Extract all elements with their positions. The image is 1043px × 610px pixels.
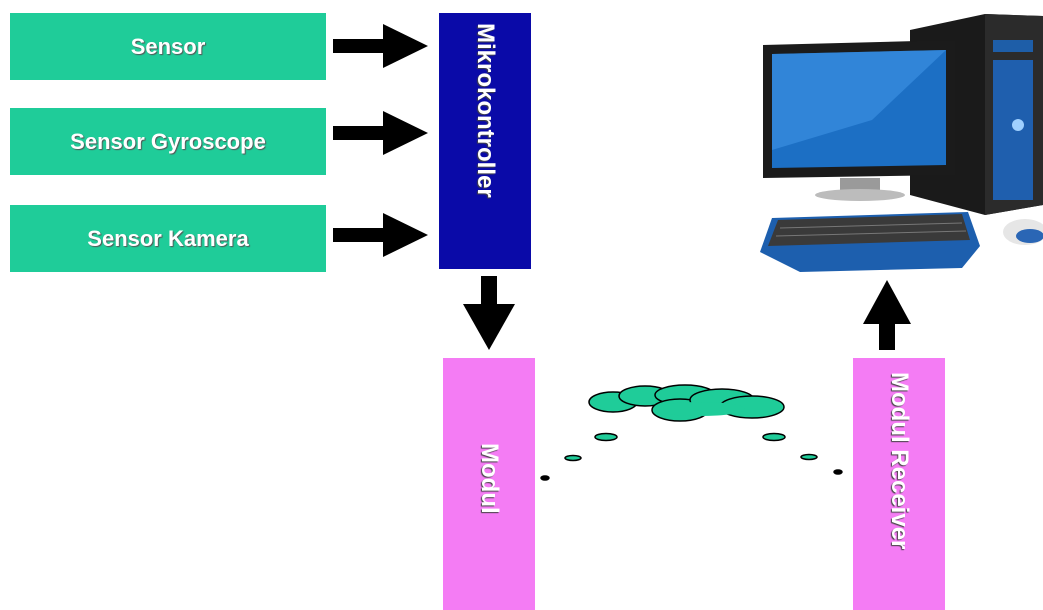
sensor-kamera-box: Sensor Kamera: [10, 205, 326, 272]
sensor-label: Sensor: [130, 33, 206, 59]
modul-receiver-box: Modul Receiver: [853, 358, 945, 610]
sensor-kamera-label: Sensor Kamera: [87, 225, 249, 251]
mikrokontroller-label: Mikrokontroller: [472, 23, 499, 198]
arrow-kamera-to-mcu: [333, 213, 428, 257]
sensor-box: Sensor: [10, 13, 326, 80]
mikrokontroller-box: Mikrokontroller: [439, 13, 531, 269]
arrow-receiver-to-computer: [863, 280, 911, 350]
desktop-computer-icon: [760, 14, 1043, 272]
modul-receiver-label: Modul Receiver: [886, 372, 913, 550]
sensor-gyroscope-label: Sensor Gyroscope: [70, 128, 266, 154]
arrow-sensor-to-mcu: [333, 24, 428, 68]
arrow-mcu-to-modul: [463, 276, 515, 350]
arrow-gyroscope-to-mcu: [333, 111, 428, 155]
wireless-cloud-icon: [540, 384, 843, 481]
modul-label: Modul: [476, 443, 503, 514]
sensor-gyroscope-box: Sensor Gyroscope: [10, 108, 326, 175]
modul-box: Modul: [443, 358, 535, 610]
